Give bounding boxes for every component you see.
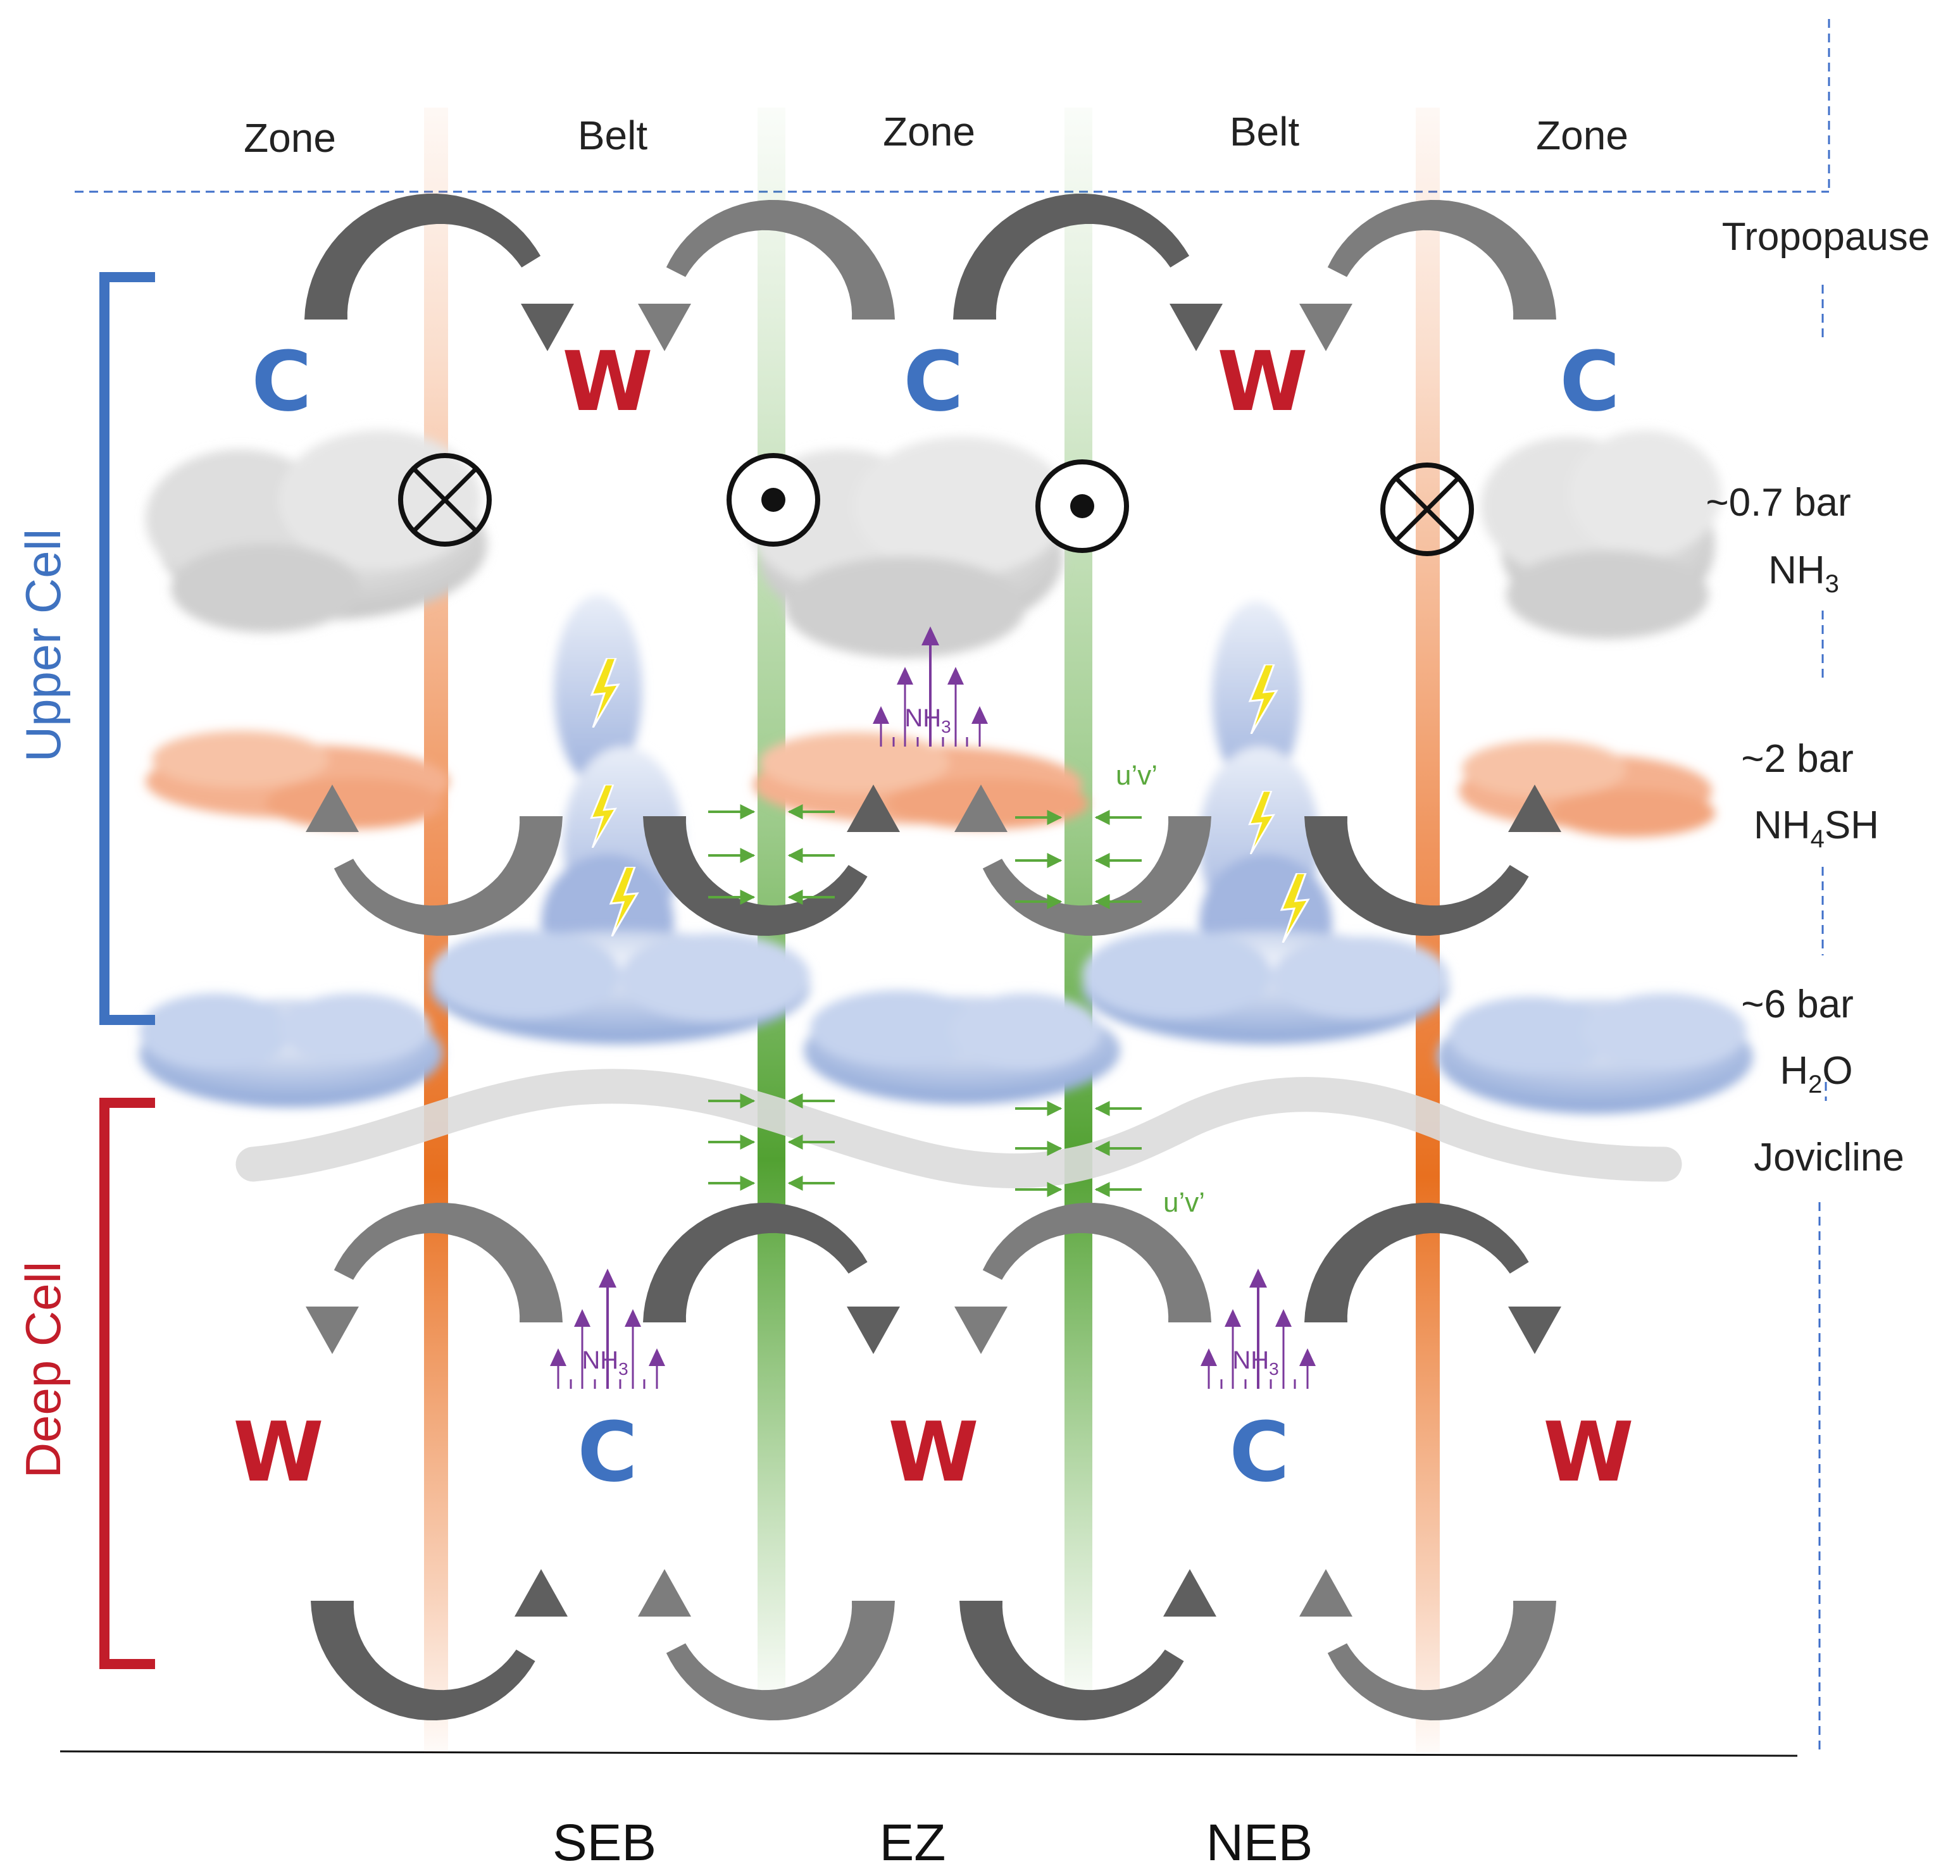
circulation-arrows bbox=[304, 194, 1561, 1720]
nh4sh-cloud-right bbox=[1459, 740, 1715, 837]
nh3-flux-cluster: NH3 bbox=[550, 1269, 665, 1389]
out-of-page-symbol bbox=[1035, 459, 1129, 553]
deep-cell-label: Deep Cell bbox=[15, 1262, 71, 1479]
cold-marker: C bbox=[1229, 1404, 1289, 1500]
cold-marker: C bbox=[251, 333, 311, 430]
dashed-guides bbox=[75, 19, 1830, 1753]
circulation-arrow bbox=[959, 1569, 1216, 1720]
eddy-arrows bbox=[708, 804, 1142, 1197]
upper-markers: C W C W C bbox=[251, 333, 1620, 430]
h2o-species-label: H2O bbox=[1780, 1049, 1852, 1098]
circulation-arrow bbox=[643, 785, 900, 936]
zone-label: Zone bbox=[1536, 113, 1628, 158]
green-column-1 bbox=[758, 108, 785, 1702]
eddy-label: u’v’ bbox=[1116, 760, 1158, 791]
warm-marker: W bbox=[1543, 1404, 1633, 1500]
upper-cell-bracket bbox=[99, 272, 155, 1025]
baseline bbox=[59, 1750, 1798, 1757]
circulation-arrow bbox=[638, 200, 895, 351]
nh3-cloud-left bbox=[146, 430, 487, 633]
tropopause-label: Tropopause bbox=[1722, 215, 1930, 259]
h2o-cloud-right bbox=[1437, 993, 1753, 1114]
h2o-pressure-label: ~6 bar bbox=[1741, 983, 1854, 1026]
nh3-flux-label: NH3 bbox=[1232, 1346, 1278, 1379]
bottom-labels: SEB EZ NEB bbox=[552, 1814, 1313, 1872]
nh3-flux-label: NH3 bbox=[904, 704, 951, 736]
h2o-cloud-left bbox=[139, 993, 443, 1107]
circulation-arrow bbox=[953, 194, 1223, 351]
jovicline-label: Jovicline bbox=[1754, 1136, 1904, 1179]
nh4sh-cloud-center bbox=[753, 732, 1089, 829]
flow-symbols bbox=[398, 453, 1474, 556]
nh3-clouds bbox=[146, 430, 1721, 658]
circulation-arrow bbox=[1304, 1203, 1561, 1354]
nh3-flux-cluster: NH3 bbox=[1201, 1269, 1316, 1389]
deep-markers: W C W C W bbox=[233, 1404, 1633, 1500]
circulation-arrow bbox=[306, 785, 563, 936]
nh3-flux-cluster: NH3 bbox=[873, 626, 988, 747]
h2o-clouds bbox=[139, 930, 1753, 1114]
nh4sh-pressure-label: ~2 bar bbox=[1741, 737, 1854, 781]
zone-label: Zone bbox=[244, 115, 336, 161]
h2o-cloud-seb bbox=[430, 930, 810, 1044]
warm-marker: W bbox=[888, 1404, 978, 1500]
nh4sh-species-label: NH4SH bbox=[1754, 804, 1879, 853]
eddy-label: u’v’ bbox=[1163, 1187, 1205, 1218]
top-labels: Zone Belt Zone Belt Zone bbox=[244, 109, 1628, 161]
warm-marker: W bbox=[562, 333, 652, 430]
belt-label: Belt bbox=[1230, 109, 1300, 154]
jovicline-wave bbox=[235, 1069, 1682, 1188]
nh4sh-clouds bbox=[146, 731, 1715, 837]
circulation-arrow bbox=[306, 1203, 563, 1354]
circulation-arrow bbox=[1304, 785, 1561, 936]
zone-label: Zone bbox=[883, 109, 975, 154]
h2o-cloud-neb bbox=[1082, 930, 1449, 1044]
circulation-arrow bbox=[954, 1203, 1211, 1354]
into-page-symbol bbox=[398, 453, 492, 547]
seb-label: SEB bbox=[552, 1814, 656, 1872]
ez-label: EZ bbox=[880, 1814, 946, 1872]
nh4sh-cloud-left bbox=[146, 731, 449, 829]
warm-marker: W bbox=[1217, 333, 1308, 430]
cold-marker: C bbox=[1559, 333, 1620, 430]
upper-cell-label: Upper Cell bbox=[15, 529, 71, 762]
circulation-arrow bbox=[1299, 1569, 1556, 1720]
nh3-cloud-center bbox=[747, 437, 1070, 658]
nh3-pressure-label: ~0.7 bar bbox=[1706, 481, 1851, 525]
out-of-page-symbol bbox=[727, 453, 820, 547]
deep-cell-bracket bbox=[99, 1098, 155, 1669]
circulation-arrow bbox=[304, 194, 574, 351]
circulation-arrow bbox=[1299, 200, 1556, 351]
belt-label: Belt bbox=[578, 113, 648, 158]
warm-marker: W bbox=[233, 1404, 323, 1500]
circulation-arrow bbox=[311, 1569, 568, 1720]
cold-marker: C bbox=[903, 333, 963, 430]
neb-label: NEB bbox=[1206, 1814, 1313, 1872]
nh3-cloud-right bbox=[1481, 430, 1721, 639]
circulation-arrow bbox=[638, 1569, 895, 1720]
circulation-arrow bbox=[954, 785, 1211, 936]
cold-marker: C bbox=[577, 1404, 637, 1500]
circulation-arrow bbox=[643, 1203, 900, 1354]
h2o-cloud-ez bbox=[804, 990, 1120, 1104]
level-labels: Tropopause ~0.7 bar NH3 ~2 bar NH4SH ~6 … bbox=[1706, 215, 1930, 1179]
nh3-flux-label: NH3 bbox=[582, 1346, 628, 1379]
nh3-species-label: NH3 bbox=[1768, 549, 1839, 598]
into-page-symbol bbox=[1380, 463, 1474, 556]
